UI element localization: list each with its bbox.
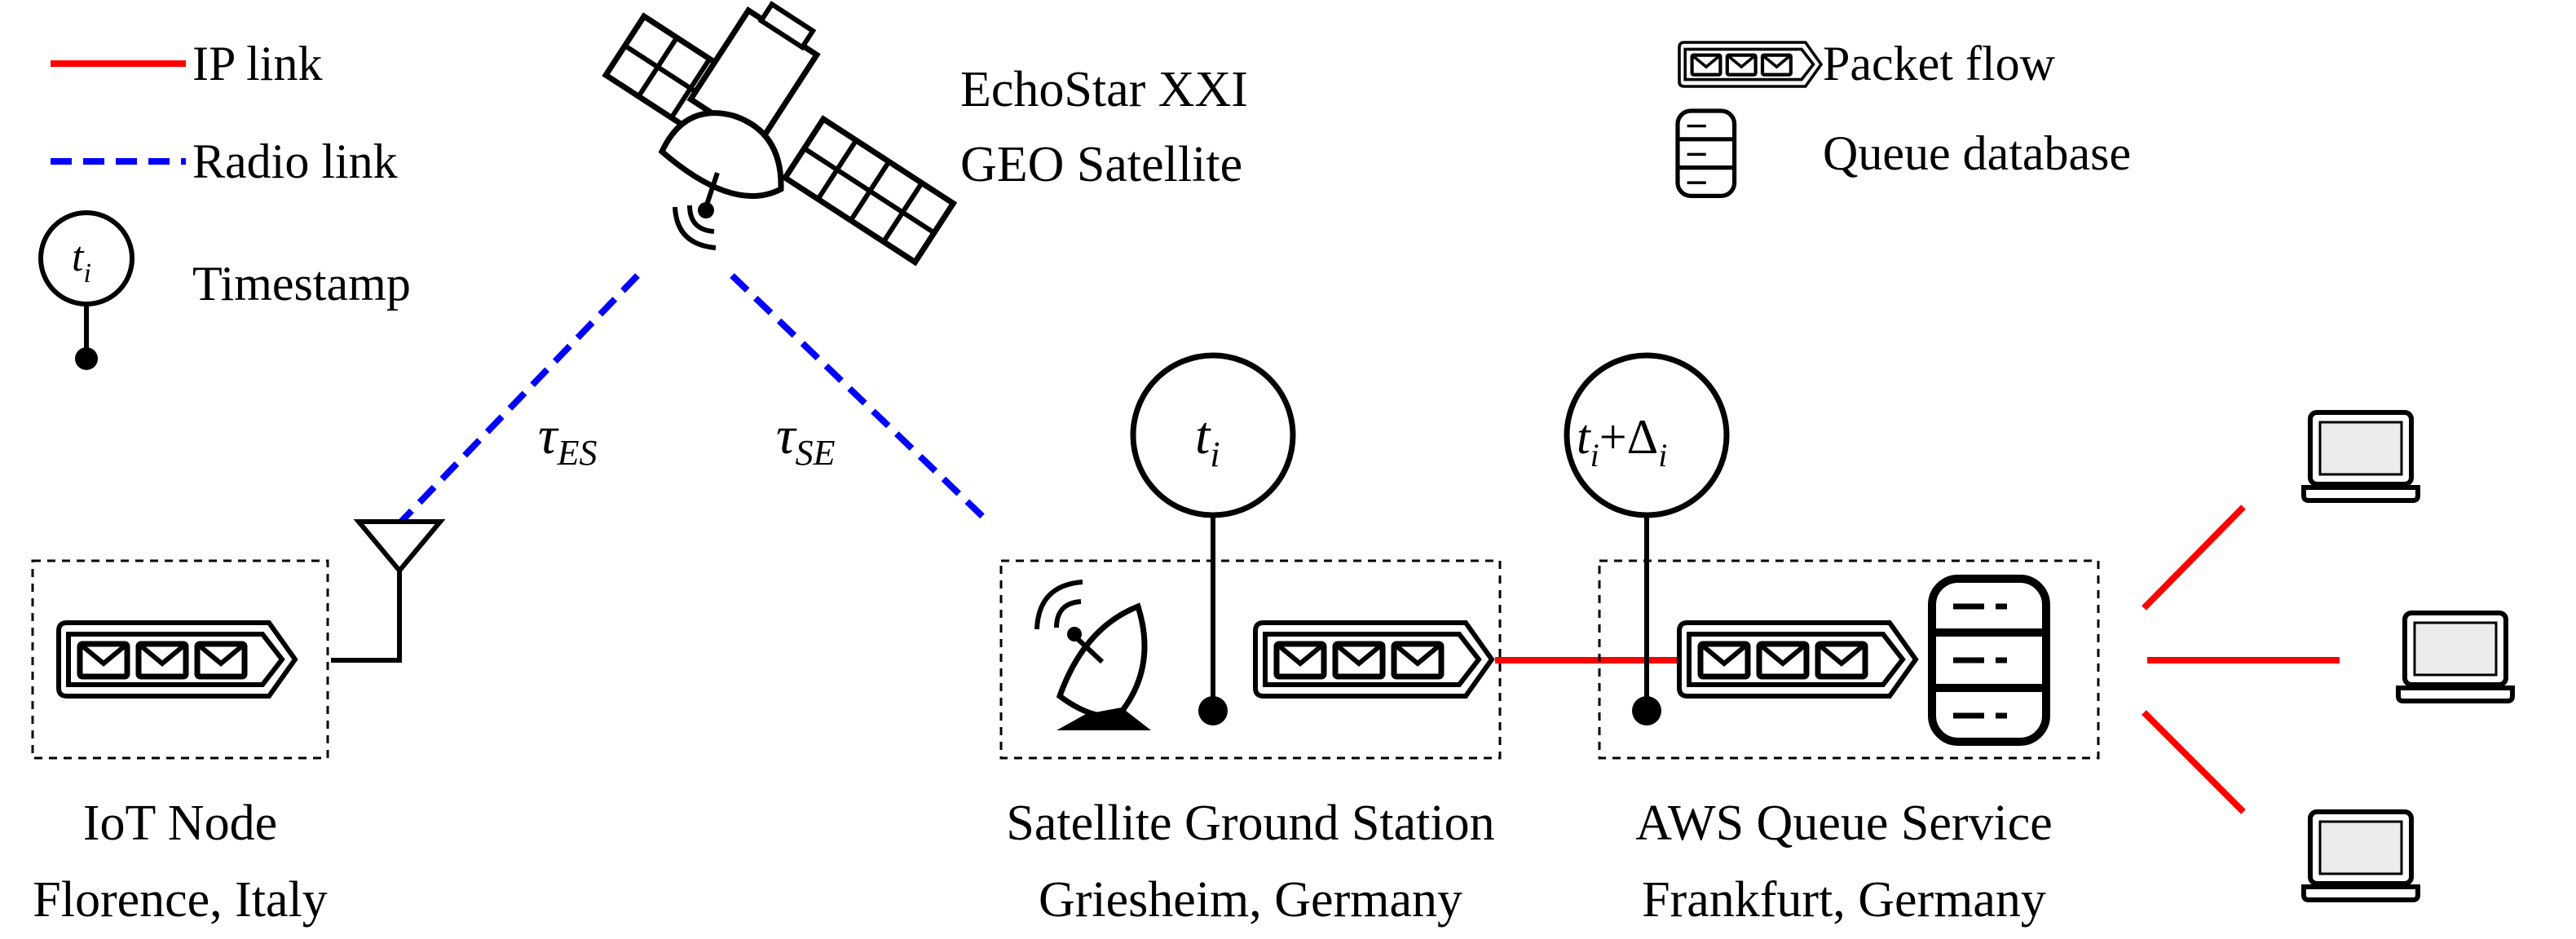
svg-text:ti+Δi: ti+Δi bbox=[1577, 410, 1667, 474]
timestamp-aws: ti+Δi bbox=[1564, 352, 1730, 725]
ground-station-location: Griesheim, Germany bbox=[1039, 872, 1462, 928]
legend-queue-database: Queue database bbox=[1675, 108, 2131, 199]
radio-link-uplink bbox=[399, 273, 640, 524]
packet-flow-icon bbox=[1679, 42, 1821, 86]
aws-queue-location: Frankfurt, Germany bbox=[1642, 872, 2046, 928]
antenna-icon bbox=[331, 519, 446, 663]
laptop-icon bbox=[2304, 812, 2418, 900]
iot-node-name: IoT Node bbox=[83, 796, 277, 851]
delay-uplink: τES bbox=[538, 406, 598, 473]
satellite-name: EchoStar XXI bbox=[960, 62, 1248, 117]
ground-station-name: Satellite Ground Station bbox=[1006, 796, 1494, 851]
aws-queue-box bbox=[1598, 559, 2100, 760]
svg-text:ti: ti bbox=[1195, 406, 1220, 474]
ground-packet-flow bbox=[1255, 623, 1492, 696]
satellite-icon bbox=[602, 1, 958, 267]
legend-radio-link: Radio link bbox=[51, 134, 398, 188]
legend-packet-flow: Packet flow bbox=[1679, 37, 2056, 90]
queue-database-icon bbox=[1928, 575, 2050, 746]
legend-queue-database-label: Queue database bbox=[1823, 126, 2131, 180]
iot-node-box bbox=[31, 559, 329, 760]
delay-downlink: τSE bbox=[776, 406, 836, 473]
legend-radio-link-label: Radio link bbox=[192, 134, 398, 188]
radio-link-downlink bbox=[730, 273, 990, 524]
legend-timestamp: ti Timestamp bbox=[38, 210, 411, 370]
aws-packet-flow bbox=[1679, 623, 1916, 696]
legend-timestamp-label: Timestamp bbox=[192, 257, 411, 311]
svg-text:ti: ti bbox=[72, 234, 91, 289]
satellite-orbit: GEO Satellite bbox=[960, 137, 1242, 192]
ground-dish-icon bbox=[1034, 580, 1151, 730]
aws-queue-name: AWS Queue Service bbox=[1635, 796, 2053, 851]
laptop-icon bbox=[2398, 613, 2512, 701]
iot-node-location: Florence, Italy bbox=[33, 872, 328, 928]
ip-link-client-1 bbox=[2142, 505, 2246, 611]
ip-link-client-3 bbox=[2142, 710, 2246, 814]
iot-packet-flow bbox=[59, 623, 295, 696]
laptop-icon bbox=[2304, 412, 2418, 500]
legend-packet-flow-label: Packet flow bbox=[1823, 37, 2056, 90]
timestamp-ground: ti bbox=[1130, 352, 1296, 725]
legend-ip-link-label: IP link bbox=[192, 37, 322, 90]
database-icon bbox=[1675, 108, 1737, 199]
ground-station-box bbox=[999, 559, 1502, 760]
legend-ip-link: IP link bbox=[51, 37, 322, 90]
